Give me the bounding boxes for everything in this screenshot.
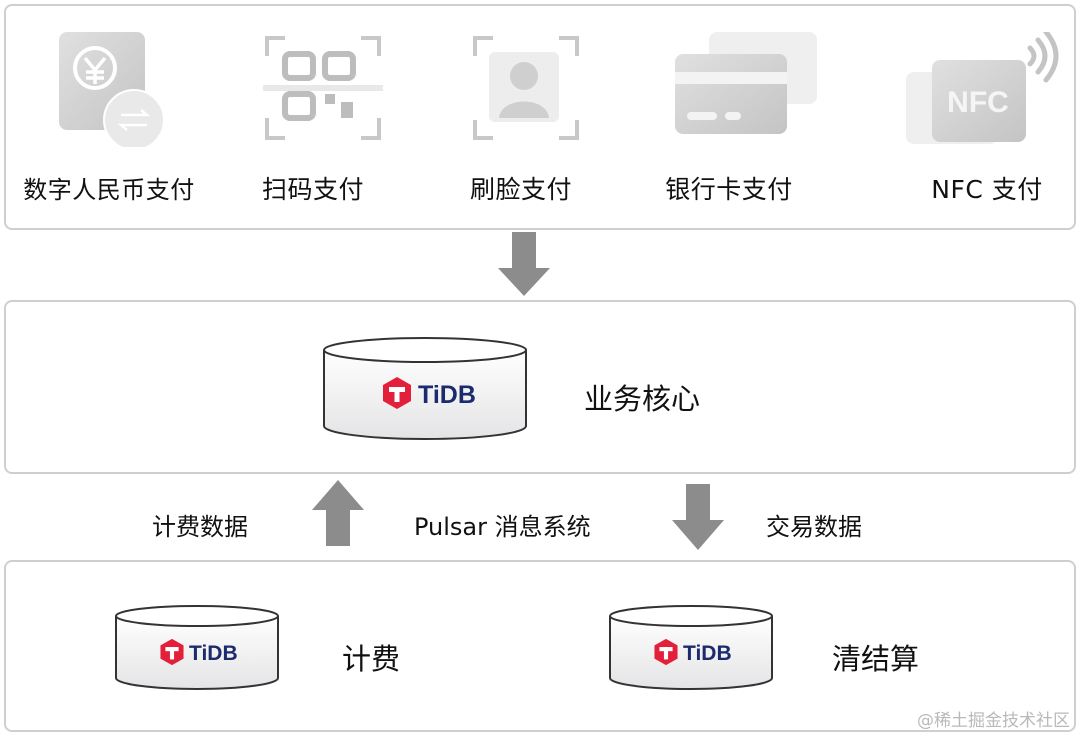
watermark: @稀土掘金技术社区 — [917, 711, 1070, 731]
qr-code-icon — [263, 32, 383, 147]
downstream-panel: TiDB 计费 TiDB 清结算 — [4, 560, 1076, 732]
core-label: 业务核心 — [584, 382, 701, 416]
core-tidb-brand: TiDB — [418, 380, 476, 409]
transaction-data-label: 交易数据 — [766, 513, 862, 541]
face-scan-icon — [471, 32, 591, 147]
billing-tidb-database: TiDB — [114, 604, 280, 696]
payment-method-nfc: NFC NFC 支付 — [886, 6, 1076, 226]
payment-method-qr: 扫码支付 — [218, 6, 408, 226]
bank-card-icon — [675, 32, 817, 147]
nfc-icon: NFC — [906, 29, 1059, 147]
billing-data-label: 计费数据 — [152, 513, 248, 541]
nfc-icon-text: NFC — [947, 86, 1009, 119]
digital-rmb-icon — [59, 32, 179, 151]
business-core-panel: TiDB 业务核心 — [4, 300, 1076, 474]
arrow-down-to-core — [496, 232, 552, 302]
arrow-down-to-clearing — [670, 484, 726, 556]
payment-method-digital-rmb: 数字人民币支付 — [14, 6, 204, 226]
clearing-label: 清结算 — [832, 642, 920, 676]
tidb-logo-icon — [380, 376, 414, 414]
tidb-logo-icon — [652, 638, 680, 670]
pulsar-label: Pulsar 消息系统 — [414, 513, 591, 541]
tidb-logo-icon — [158, 638, 186, 670]
payment-method-bank-card: 银行卡支付 — [634, 6, 824, 226]
payment-method-face: 刷脸支付 — [426, 6, 616, 226]
payment-methods-panel: 数字人民币支付 扫码支付 — [4, 4, 1076, 230]
arrow-up-to-core — [310, 480, 366, 552]
billing-tidb-brand: TiDB — [189, 642, 238, 665]
core-tidb-database: TiDB — [322, 336, 528, 446]
billing-label: 计费 — [342, 642, 401, 676]
clearing-tidb-brand: TiDB — [683, 642, 732, 665]
clearing-tidb-database: TiDB — [608, 604, 774, 696]
